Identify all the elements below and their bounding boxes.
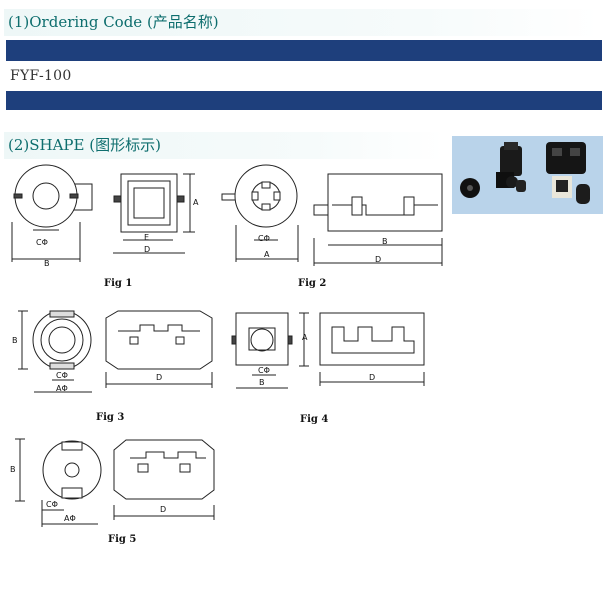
ordering-code-value: FYF-100 bbox=[6, 61, 602, 91]
header-band-bottom bbox=[6, 91, 602, 110]
fig3-dim-c: CΦ bbox=[56, 371, 68, 380]
fig3-dim-d: D bbox=[156, 373, 162, 382]
fig4-front-view bbox=[231, 312, 309, 389]
fig3-front-view bbox=[18, 310, 92, 393]
fig5-dim-c: CΦ bbox=[46, 500, 58, 509]
fig2-front-view bbox=[221, 164, 299, 262]
fig4-label: Fig 4 bbox=[300, 414, 328, 425]
fig2-dim-d: D bbox=[375, 255, 381, 264]
fig3-side-view bbox=[105, 310, 213, 388]
fig1-dim-b: B bbox=[44, 259, 50, 268]
fig1-front-view bbox=[11, 164, 93, 262]
fig1-side-view bbox=[113, 173, 195, 254]
fig4-dim-c: CΦ bbox=[258, 366, 270, 375]
fig5-label: Fig 5 bbox=[108, 534, 136, 545]
fig1-dim-e: E bbox=[144, 233, 149, 242]
fig5-dim-b: B bbox=[10, 465, 16, 474]
fig5-dim-a: AΦ bbox=[64, 514, 76, 523]
fig4-dim-d: D bbox=[369, 373, 375, 382]
fig2-dim-a: A bbox=[264, 250, 270, 259]
fig3-dim-b: B bbox=[12, 336, 18, 345]
shape-title: (2)SHAPE (图形标示) bbox=[4, 132, 444, 159]
header-band-top bbox=[6, 40, 602, 61]
fig2-dim-c: CΦ bbox=[258, 234, 270, 243]
fig3-dim-a: AΦ bbox=[56, 384, 68, 393]
fig1-dim-c: CΦ bbox=[36, 238, 48, 247]
fig1-label: Fig 1 bbox=[104, 278, 132, 289]
fig3-label: Fig 3 bbox=[96, 412, 124, 423]
ordering-code-title: (1)Ordering Code (产品名称) bbox=[4, 9, 600, 36]
fig1-dim-d: D bbox=[144, 245, 150, 254]
fig4-side-view bbox=[319, 312, 425, 386]
fig5-front-view bbox=[15, 438, 102, 527]
fig2-label: Fig 2 bbox=[298, 278, 326, 289]
fig2-side-view bbox=[313, 173, 443, 266]
fig4-dim-a: A bbox=[302, 333, 308, 342]
product-photo bbox=[452, 136, 603, 214]
fig1-dim-a: A bbox=[193, 198, 199, 207]
fig2-dim-b: B bbox=[382, 237, 388, 246]
fig5-side-view bbox=[113, 439, 215, 520]
fig4-dim-b: B bbox=[259, 378, 265, 387]
fig5-dim-d: D bbox=[160, 505, 166, 514]
